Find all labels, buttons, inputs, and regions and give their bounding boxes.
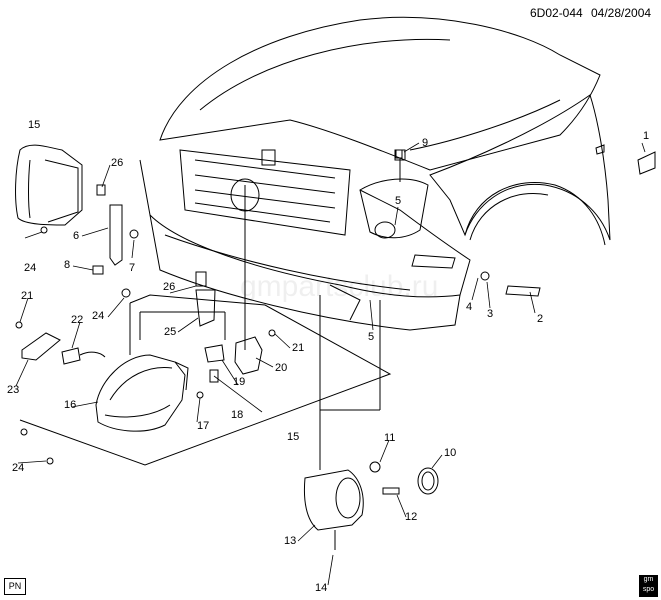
callout-12: 12 — [405, 511, 418, 523]
callout-6: 6 — [73, 230, 80, 242]
pn-badge: PN — [4, 578, 26, 595]
callout-15-lower: 15 — [287, 431, 300, 443]
callout-26-lower: 26 — [163, 281, 176, 293]
leveling-actuator-part-20 — [235, 337, 262, 374]
callout-5-upper: 5 — [395, 195, 402, 207]
bracket-part-6 — [110, 205, 122, 265]
front-fascia — [140, 160, 470, 297]
headlamp-assembly-lower — [96, 355, 185, 431]
vehicle-body — [140, 17, 610, 330]
gm-spo-logo: gm spo — [639, 575, 658, 597]
callout-1: 1 — [643, 130, 650, 142]
callout-21-left: 21 — [21, 290, 34, 302]
callout-24-upper: 24 — [24, 262, 37, 274]
fender-badge-part-1 — [638, 152, 655, 174]
diagram-date: 04/28/2004 — [591, 6, 652, 20]
callout-21-right: 21 — [292, 342, 305, 354]
callout-16: 16 — [64, 399, 77, 411]
callout-24-mid: 24 — [92, 310, 105, 322]
side-marker-lamp-part-23 — [22, 333, 60, 360]
lamp-group-outline — [20, 295, 390, 465]
callout-15-upper: 15 — [28, 119, 41, 131]
callout-5-lower: 5 — [368, 331, 375, 343]
bracket-part-25 — [196, 290, 215, 326]
callout-25: 25 — [164, 326, 177, 338]
side-marker-part-2 — [506, 286, 540, 296]
callout-18: 18 — [231, 409, 244, 421]
callout-7: 7 — [129, 262, 136, 274]
callout-20: 20 — [275, 362, 288, 374]
callout-4: 4 — [466, 301, 473, 313]
callout-11: 11 — [384, 432, 396, 444]
callout-14: 14 — [315, 582, 328, 594]
headlamp-assembly-upper — [16, 145, 82, 225]
fog-lamp-assembly-part-13 — [304, 470, 363, 530]
callout-9: 9 — [422, 137, 429, 149]
logo-bottom: spo — [642, 586, 655, 593]
grille — [180, 150, 350, 235]
logo-top: gm — [643, 576, 654, 583]
callout-24-lower-a: 24 — [12, 462, 25, 474]
callout-19: 19 — [233, 376, 246, 388]
callout-8: 8 — [64, 259, 71, 271]
callout-10: 10 — [444, 447, 457, 459]
callout-13: 13 — [284, 535, 297, 547]
diagram-code: 6D02-044 — [530, 6, 583, 20]
watermark: gmpartsclub.ru — [240, 270, 439, 303]
callout-2: 2 — [537, 313, 544, 325]
callout-22: 22 — [71, 314, 84, 326]
callout-17: 17 — [197, 420, 210, 432]
callout-3: 3 — [487, 308, 494, 320]
callout-26-upper: 26 — [111, 157, 124, 169]
callout-23: 23 — [7, 384, 20, 396]
